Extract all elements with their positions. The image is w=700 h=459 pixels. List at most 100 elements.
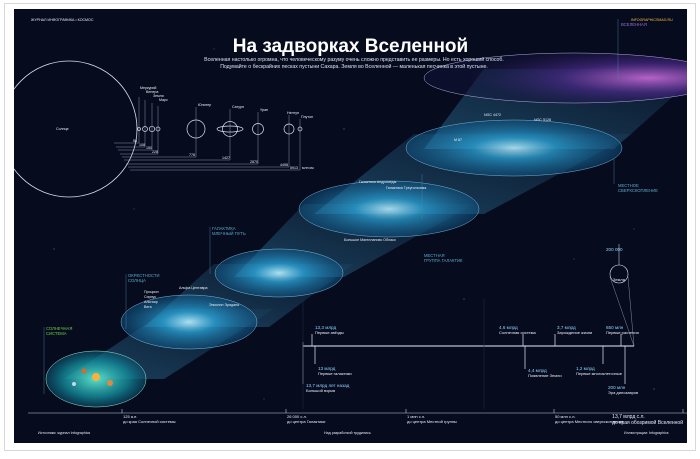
planet-label: Марс	[159, 98, 168, 102]
scale-mark: 125 а.е.до края Солнечной системы	[123, 414, 176, 424]
event-label: Первые галактики	[318, 370, 352, 376]
planet-label: Уран	[260, 108, 269, 112]
planet-distance: 5913	[290, 166, 298, 170]
footer-illustrations: Иллюстрации: Infographics	[624, 431, 669, 435]
sun-circle	[14, 60, 138, 198]
galaxy-label: Большое Магелланово Облако	[344, 238, 396, 242]
event-value: 200 млн	[608, 385, 626, 390]
event-label: Большой взрыв	[306, 387, 336, 393]
section-milky-way: Галактика Млечный путь	[212, 226, 246, 236]
event-value: 650 млн	[606, 325, 624, 330]
event-label: Появление Земли	[528, 372, 562, 378]
galaxy-label: Галактика Треугольника	[386, 186, 427, 190]
sun-label: Солнце	[56, 127, 69, 131]
planet-label: Сатурн	[232, 105, 244, 109]
planet-distance: 58	[133, 139, 137, 143]
scale-label: до центра Местной группы	[407, 418, 457, 424]
local-group-disc	[298, 180, 480, 238]
scale-value: 26 000 с.л.	[287, 414, 307, 419]
galaxy-label: NGC 5128	[534, 118, 551, 122]
star-label: Альтаир	[144, 300, 158, 304]
scale-mark: 1 млн с.л.до центра Местной группы	[407, 414, 457, 424]
poster-artwork	[14, 19, 687, 414]
star-label: Эпсилон Эридана	[209, 303, 240, 307]
event-value: 3,7 млрд	[557, 325, 576, 330]
scale-mark: 50 млн с.л.до центра Местного сверхскопл…	[555, 414, 624, 424]
scale-value: 1 млн с.л.	[407, 414, 426, 419]
footer-sources: Источники: журнал Infographics	[38, 431, 91, 435]
galaxy-label: M 87	[454, 138, 462, 142]
scale-mark: 26 000 с.л.до центра Галактики	[287, 414, 326, 424]
milky-way-disc	[214, 248, 344, 298]
earth-scale-number: 200 000	[606, 247, 623, 252]
star-label: Вега	[144, 305, 152, 309]
planet-distance: 108	[139, 143, 145, 147]
star-label: Сириус	[144, 295, 157, 299]
footer-credits: Над разработкой трудились	[324, 431, 371, 435]
event-label: Первые многоклеточные	[576, 370, 622, 376]
galaxy-label: Галактика Андромеды	[359, 180, 397, 184]
scale-label: до центра Местного сверхскопления	[555, 418, 624, 424]
infographic-poster: ЖУРНАЛ ИНФОГРАФИКА • КОСМОС INFOGRAPHICS…	[14, 9, 687, 443]
event-value: 4,6 млрд	[499, 325, 518, 330]
earth-scale-value: 200 000	[606, 247, 623, 253]
planet-unit: млн км	[302, 166, 314, 170]
section-sun-neighborhood: Окрестности Солнца	[128, 273, 160, 283]
site-label[interactable]: INFOGRAPHICSMAG.RU	[631, 18, 673, 22]
event-label: Первые звёзды	[315, 329, 344, 335]
event-value: 4,4 млрд	[528, 368, 547, 373]
planet-distance: 150	[146, 146, 152, 150]
galaxy-label: NGC 4472	[484, 113, 501, 117]
scale-value: 50 млн с.л.	[555, 414, 576, 419]
event-value: 13 млрд	[318, 366, 336, 371]
planet-distance: 1427	[222, 156, 230, 160]
supercluster-disc	[405, 119, 623, 177]
section-solar-system: Солнечная система	[46, 326, 73, 336]
scale-label: до центра Галактики	[287, 418, 326, 424]
planet-distance: 778	[189, 153, 195, 157]
planet-distance: 2870	[250, 160, 258, 164]
event-value: 13,7 млрд лет назад	[306, 383, 350, 388]
magazine-label: ЖУРНАЛ ИНФОГРАФИКА • КОСМОС	[31, 18, 94, 22]
universe-disc	[423, 52, 687, 104]
scale-value: 13,7 млрд с.л.	[612, 414, 645, 420]
planet-distance: 228	[152, 150, 158, 154]
subtitle-line: Вселенная настолько огромна, что человеч…	[204, 57, 504, 63]
planet-label: Венера	[146, 90, 159, 94]
planet-label: Земля	[153, 94, 164, 98]
scale-label: до края Солнечной системы	[123, 418, 176, 424]
event-label: Зарождение жизни	[557, 329, 593, 335]
event-value: 1,2 млрд	[576, 366, 595, 371]
planet-label: Нептун	[287, 111, 300, 115]
subtitle-line: Подумайте о бескрайних песках пустыни Са…	[220, 64, 488, 71]
planet-label: Меркурий	[140, 86, 157, 90]
planet-distance: 4498	[280, 163, 288, 167]
event-label: Первые растения	[606, 329, 639, 335]
event-label: Эра динозавров	[608, 389, 639, 395]
section-local-group: Местная группа галактик	[424, 253, 463, 263]
scale-value: 125 а.е.	[123, 414, 138, 419]
subtitle: Вселенная настолько огромна, что человеч…	[164, 57, 544, 71]
star-label: Процион	[144, 290, 159, 294]
page-title: На задворках Вселенной	[232, 36, 469, 57]
scale-label: до края обозримой Вселенной	[612, 419, 683, 426]
event-value: 13,3 млрд	[315, 325, 337, 330]
star-label: Альфа Центавра	[179, 286, 208, 290]
section-universe: Вселенная	[621, 22, 647, 27]
event-label: Солнечная система	[499, 329, 536, 335]
scale-mark: 13,7 млрд с.л.до края обозримой Вселенно…	[612, 414, 683, 427]
planet-label: Плутон	[301, 115, 314, 119]
planet-label: Юпитер	[198, 103, 212, 107]
earth-scale-label: Земля	[613, 277, 625, 282]
section-local-supercluster: Местное сверхскопление	[618, 183, 658, 193]
neighborhood-disc	[120, 294, 258, 350]
